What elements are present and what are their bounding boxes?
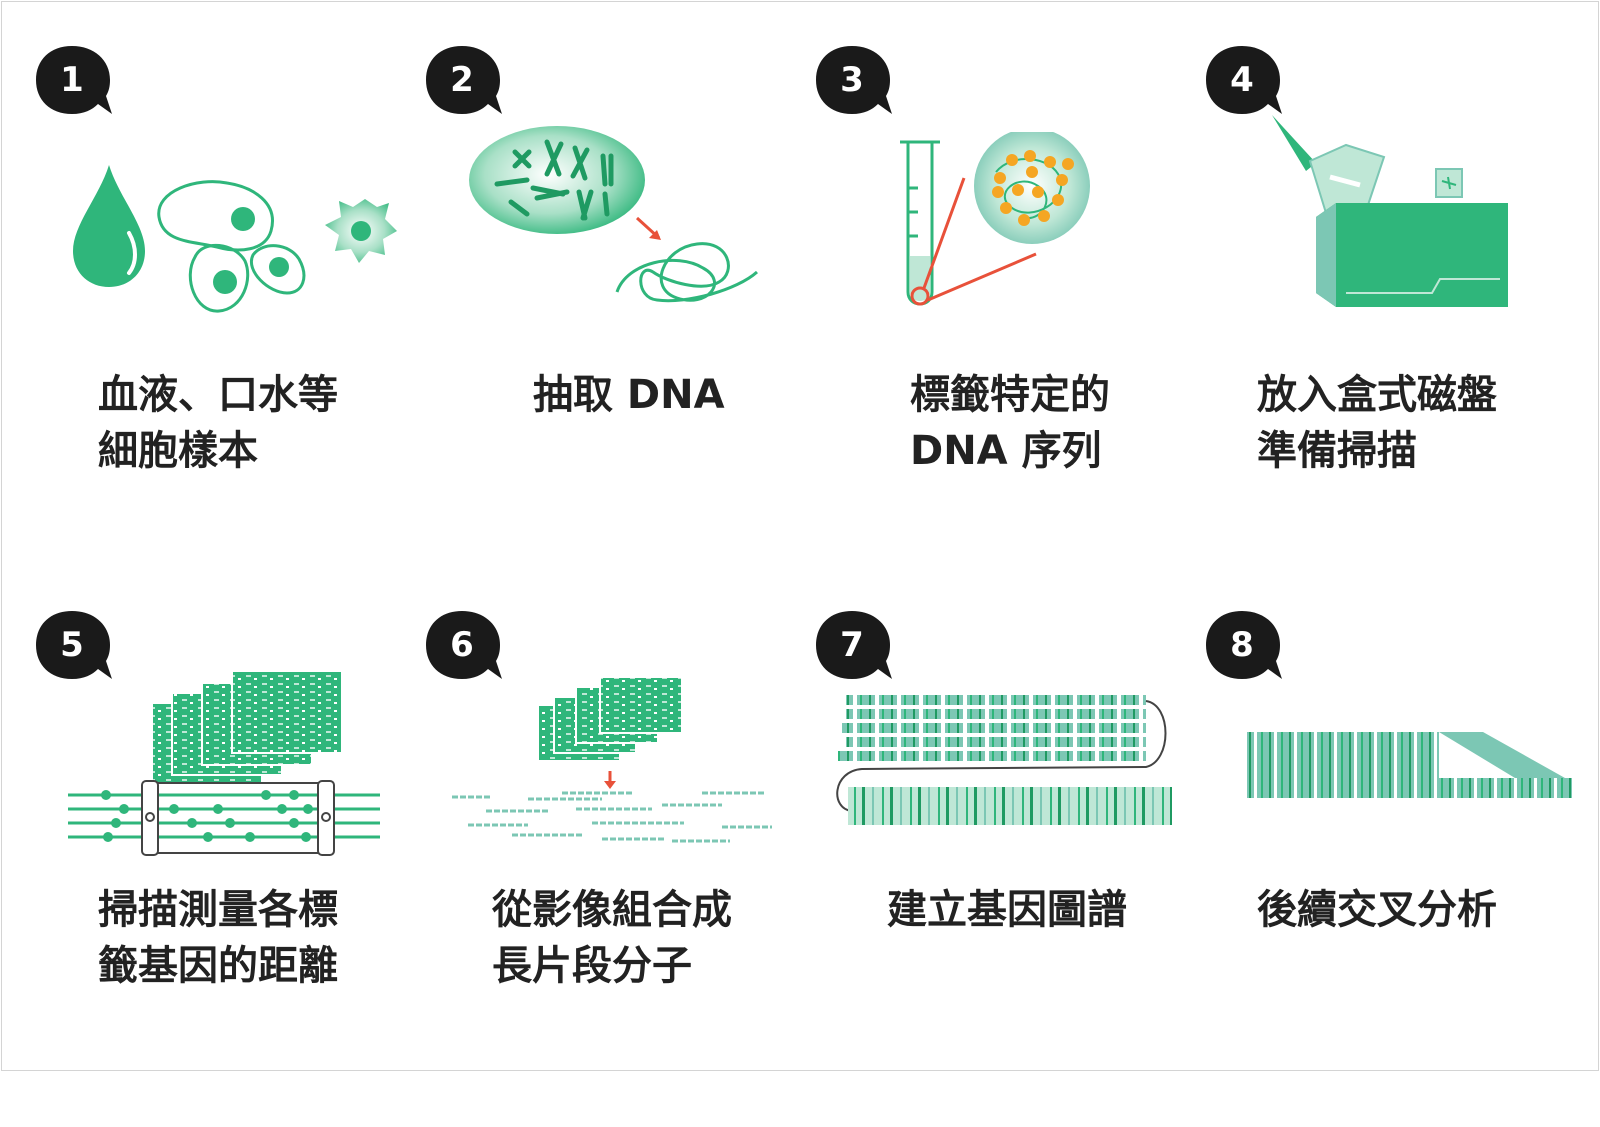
cassette-scanner-icon [1272, 115, 1508, 307]
step-caption-line-1: 後續交叉分析 [1257, 887, 1497, 933]
step-caption-line-2: DNA 序列 [910, 428, 1102, 474]
step-caption-line-1: 放入盒式磁盤 [1257, 372, 1497, 418]
step-caption-line-2: 細胞樣本 [98, 428, 258, 474]
test-tube-label-icon [900, 132, 1090, 306]
step-6: 6 [422, 607, 802, 1127]
step-8: 8 後續交叉分析 [1202, 607, 1582, 1127]
scan-measure-icon [68, 670, 380, 856]
step-number-badge: 4 [1202, 42, 1286, 122]
step-3: 3 [812, 42, 1192, 562]
step-number-badge: 5 [32, 607, 116, 687]
step-caption-line-1: 標籤特定的 [910, 372, 1110, 418]
step-4: 4 放入盒式磁盤 準備掃描 [1202, 42, 1582, 562]
step-caption-line-2: 準備掃描 [1257, 428, 1417, 474]
cross-analysis-icon [1247, 732, 1572, 798]
step-caption-line-1: 掃描測量各標 [98, 887, 338, 933]
step-5: 5 [32, 607, 412, 1127]
step-number-badge: 6 [422, 607, 506, 687]
diagram-frame: 1 血液、口水等 [1, 1, 1599, 1071]
blood-and-cells-icon [73, 165, 397, 313]
image-assembly-icon [452, 676, 772, 843]
step-caption-line-1: 從影像組合成 [492, 887, 732, 933]
genome-map-icon [836, 695, 1172, 825]
step-number-badge: 8 [1202, 607, 1286, 687]
step-caption-line-1: 抽取 DNA [533, 372, 725, 418]
dna-extraction-icon [469, 126, 759, 303]
step-1: 1 血液、口水等 [32, 42, 412, 562]
step-caption-line-1: 建立基因圖譜 [887, 887, 1127, 933]
step-caption-line-1: 血液、口水等 [98, 372, 338, 418]
step-number-badge: 2 [422, 42, 506, 122]
step-number-badge: 1 [32, 42, 116, 122]
step-7: 7 [812, 607, 1192, 1127]
step-number-badge: 3 [812, 42, 896, 122]
step-number-badge: 7 [812, 607, 896, 687]
step-2: 2 [422, 42, 802, 562]
step-caption-line-2: 長片段分子 [492, 943, 692, 989]
step-caption-line-2: 籤基因的距離 [98, 943, 338, 989]
